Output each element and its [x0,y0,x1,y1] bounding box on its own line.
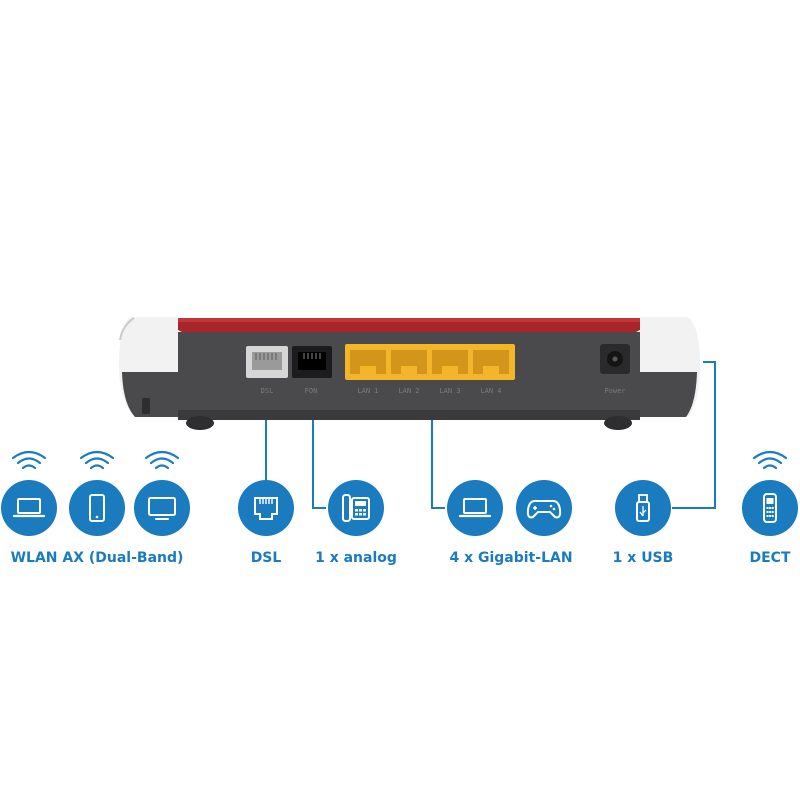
port-label-lan2: LAN 2 [398,387,419,395]
port-label-power: Power [604,387,625,395]
port-label-lan1: LAN 1 [357,387,378,395]
port-label-fon: FON [305,387,318,395]
label-usb: 1 x USB [612,550,674,566]
ethernet-port-icon [238,480,294,536]
wifi-signal-icon [144,450,180,470]
wifi-signal-icon [752,450,788,470]
cordless-phone-icon [742,480,798,536]
port-label-dsl: DSL [261,387,274,395]
gamepad-icon [516,480,572,536]
wifi-signal-icons [11,450,788,470]
lan-ports [345,344,515,380]
label-dect: DECT [749,550,791,566]
wifi-signal-icon [11,450,47,470]
label-lan: 4 x Gigabit-LAN [449,550,573,566]
monitor-icon [134,480,190,536]
usb-connector [672,361,716,509]
port-label-lan4: LAN 4 [480,387,501,395]
laptop-icon [447,480,503,536]
label-dsl: DSL [250,550,282,566]
router-ports: DSL FON LAN 1 LAN 2 LAN 3 LAN 4 Power [246,344,630,395]
fon-connector [312,420,326,509]
wifi-signal-icon [79,450,115,470]
lan-connector [431,420,445,509]
label-wlan: WLAN AX (Dual-Band) [10,550,184,566]
desk-phone-icon [328,480,384,536]
label-analog: 1 x analog [315,550,397,566]
port-label-lan3: LAN 3 [439,387,460,395]
smartphone-icon [69,480,125,536]
laptop-icon [1,480,57,536]
feature-icons [1,480,798,536]
usb-stick-icon [615,480,671,536]
